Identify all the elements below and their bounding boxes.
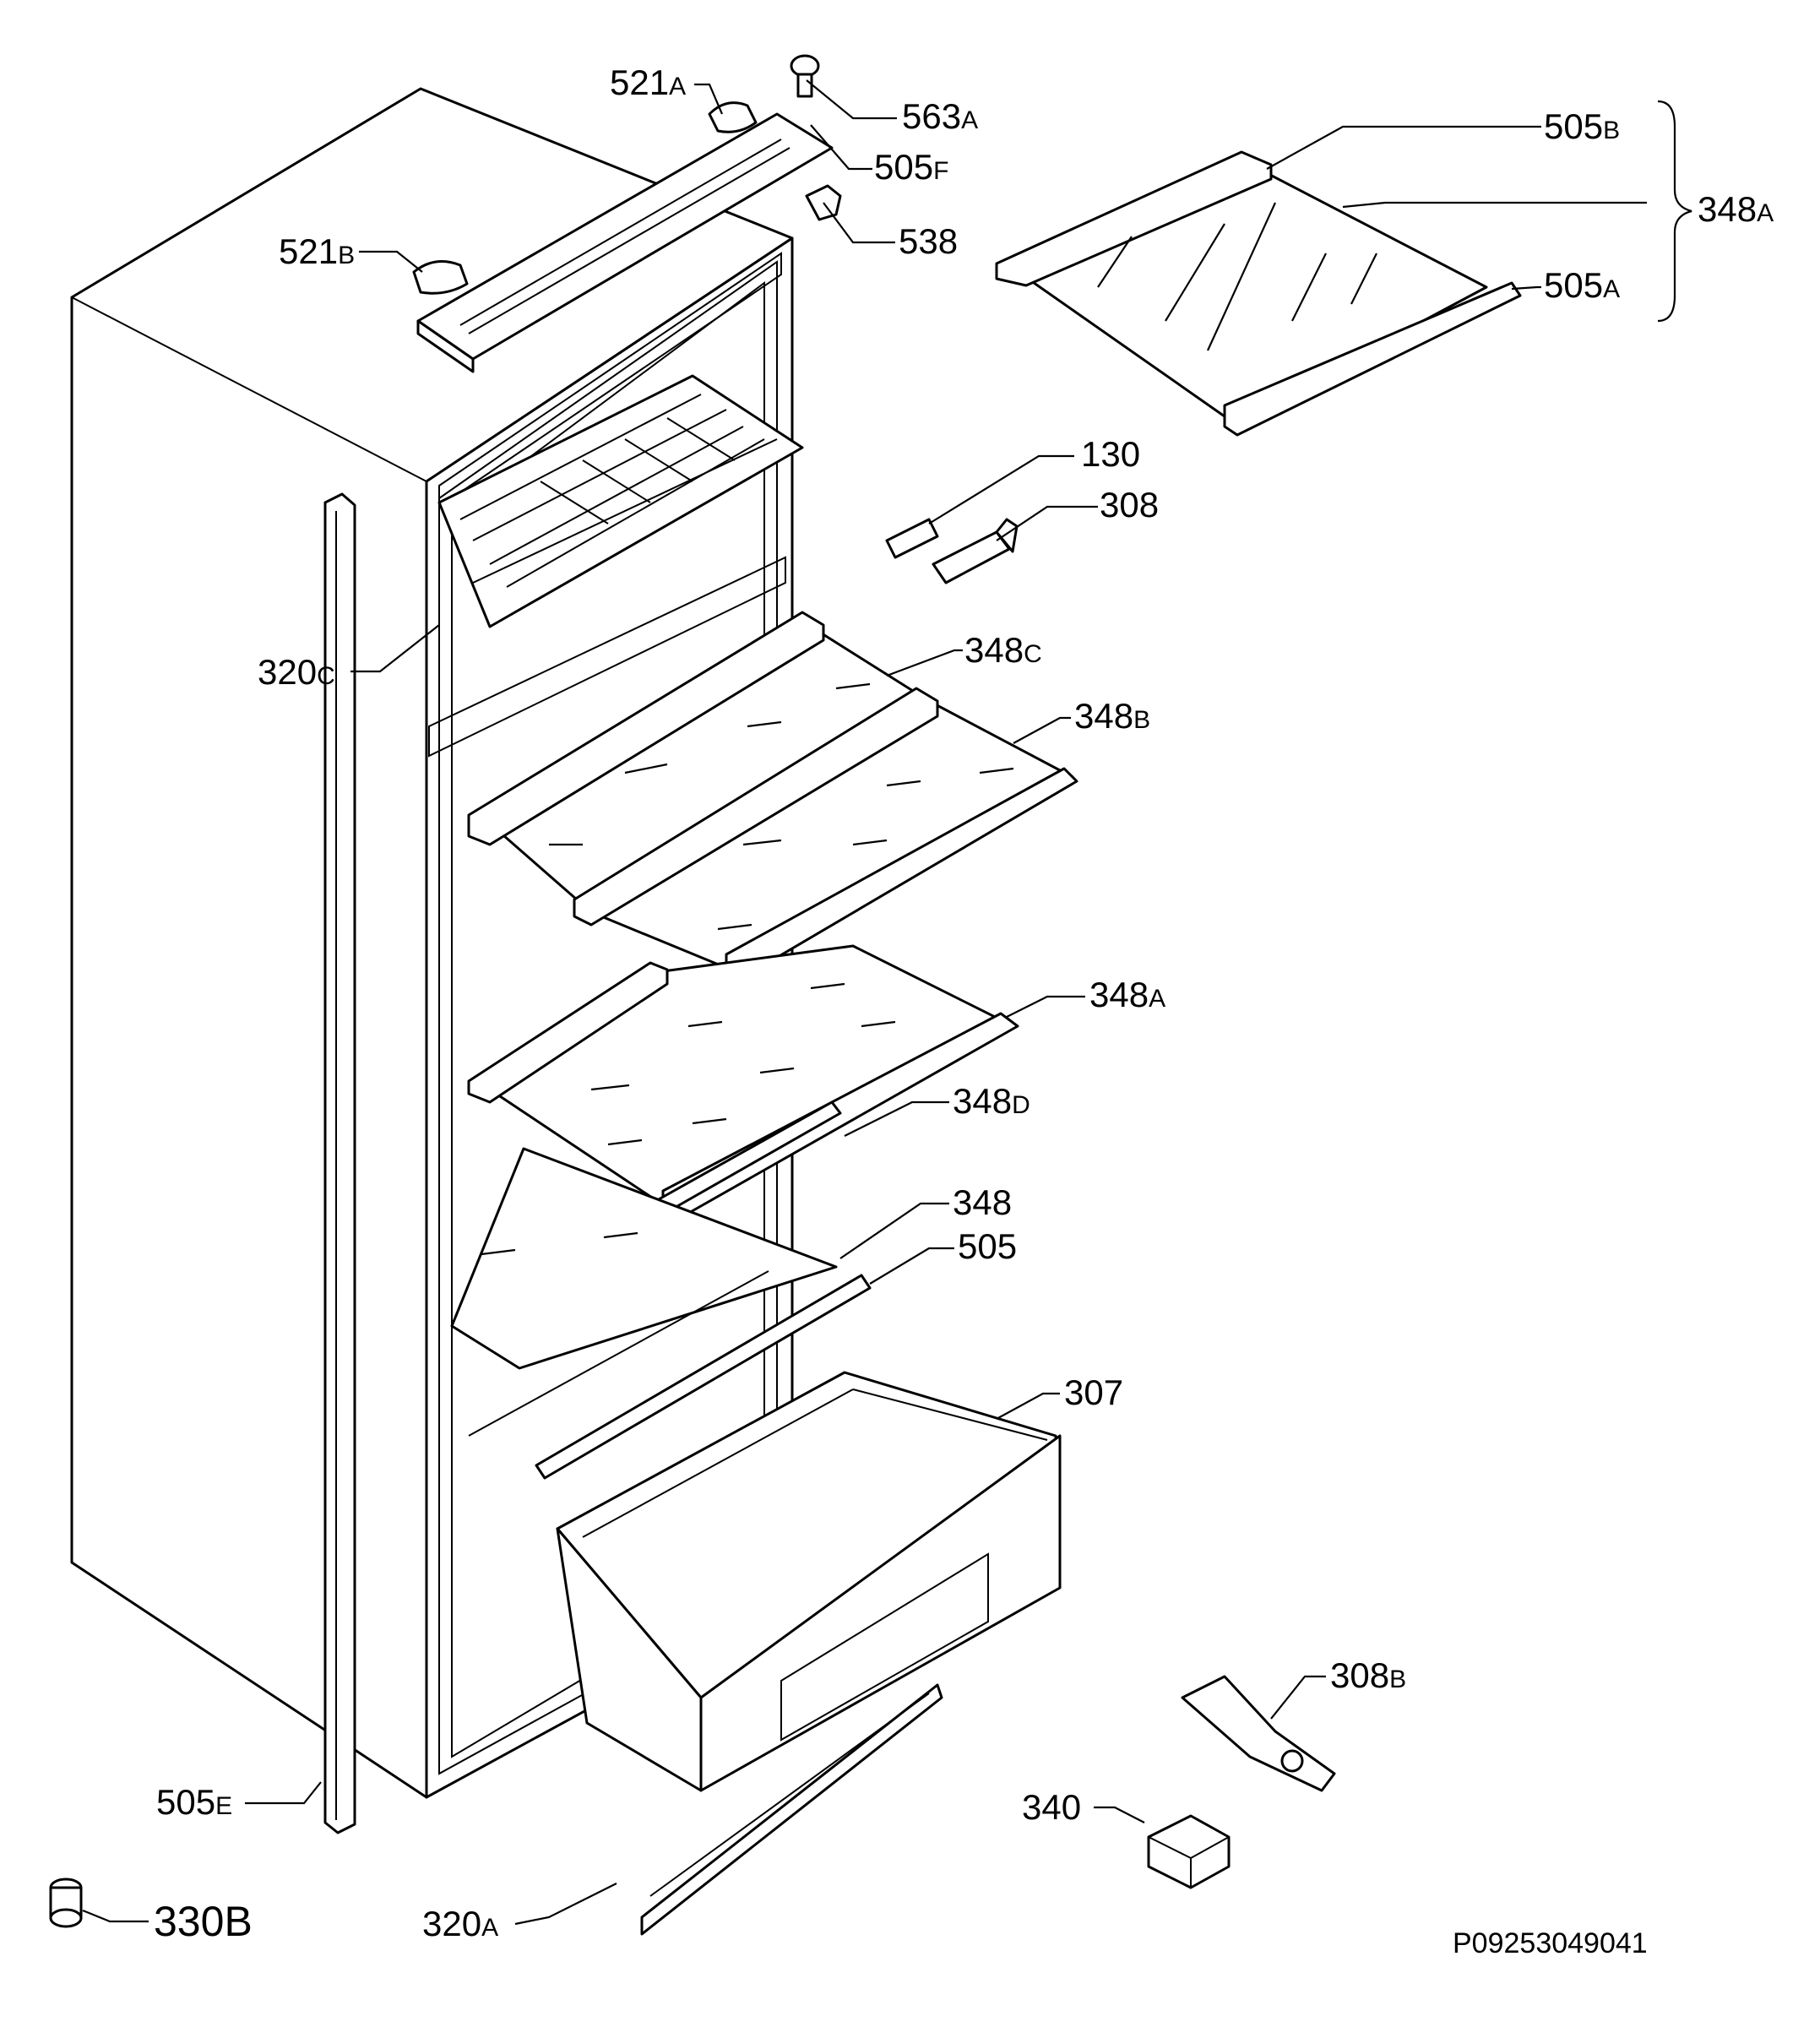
label-340: 340 — [1022, 1787, 1081, 1827]
label-538: 538 — [899, 221, 958, 261]
label-505b: 505B — [1544, 106, 1620, 146]
label-505: 505 — [958, 1226, 1017, 1266]
label-348b: 348B — [1074, 696, 1150, 736]
part-labels: 521A 563A 505F 538 521B 505B 348A 505A 1… — [154, 62, 1774, 1959]
grille-320a — [640, 1683, 943, 1936]
hinge-308 — [932, 518, 1019, 584]
foot-330b — [49, 1878, 83, 1928]
top-trim-bar-505f — [416, 112, 834, 373]
label-320a: 320A — [422, 1904, 498, 1943]
label-348d: 348D — [953, 1081, 1030, 1121]
trim-505 — [468, 1270, 872, 1480]
freezer-rack — [437, 374, 804, 628]
door-gasket-505e — [323, 492, 356, 1834]
crisper-drawer-307 — [556, 1371, 1062, 1792]
label-308b: 308B — [1330, 1655, 1406, 1695]
label-505e: 505E — [156, 1782, 232, 1822]
label-320c: 320C — [258, 652, 335, 692]
shelf-assembly-348a-top — [995, 150, 1522, 437]
label-505a: 505A — [1544, 265, 1620, 305]
shelf-348 — [450, 1147, 838, 1370]
label-348a-top: 348A — [1698, 189, 1774, 229]
plate-130 — [885, 518, 939, 559]
shelf-348b — [573, 687, 1078, 981]
brace-348a — [1657, 100, 1692, 323]
diagram-code: P09253049041 — [1453, 1927, 1648, 1959]
pin-563a — [790, 54, 820, 98]
hinge-308b — [1181, 1675, 1336, 1792]
label-505f: 505F — [874, 147, 948, 187]
label-348a: 348A — [1089, 975, 1165, 1014]
label-348c: 348C — [964, 630, 1042, 670]
label-307: 307 — [1064, 1372, 1123, 1412]
label-563a: 563A — [902, 96, 978, 136]
label-521b: 521B — [279, 231, 355, 271]
cover-340 — [1147, 1814, 1231, 1889]
label-130: 130 — [1081, 434, 1140, 474]
leader-lines — [82, 79, 1647, 1926]
shelf-348a — [467, 944, 1019, 1222]
label-330b: 330B — [154, 1898, 253, 1945]
label-308: 308 — [1100, 485, 1159, 524]
shelf-348c — [467, 611, 931, 914]
label-348: 348 — [953, 1182, 1012, 1222]
label-521a: 521A — [610, 62, 686, 102]
hinge-cover-521b — [412, 260, 469, 295]
hinge-cover-521a — [708, 101, 758, 133]
